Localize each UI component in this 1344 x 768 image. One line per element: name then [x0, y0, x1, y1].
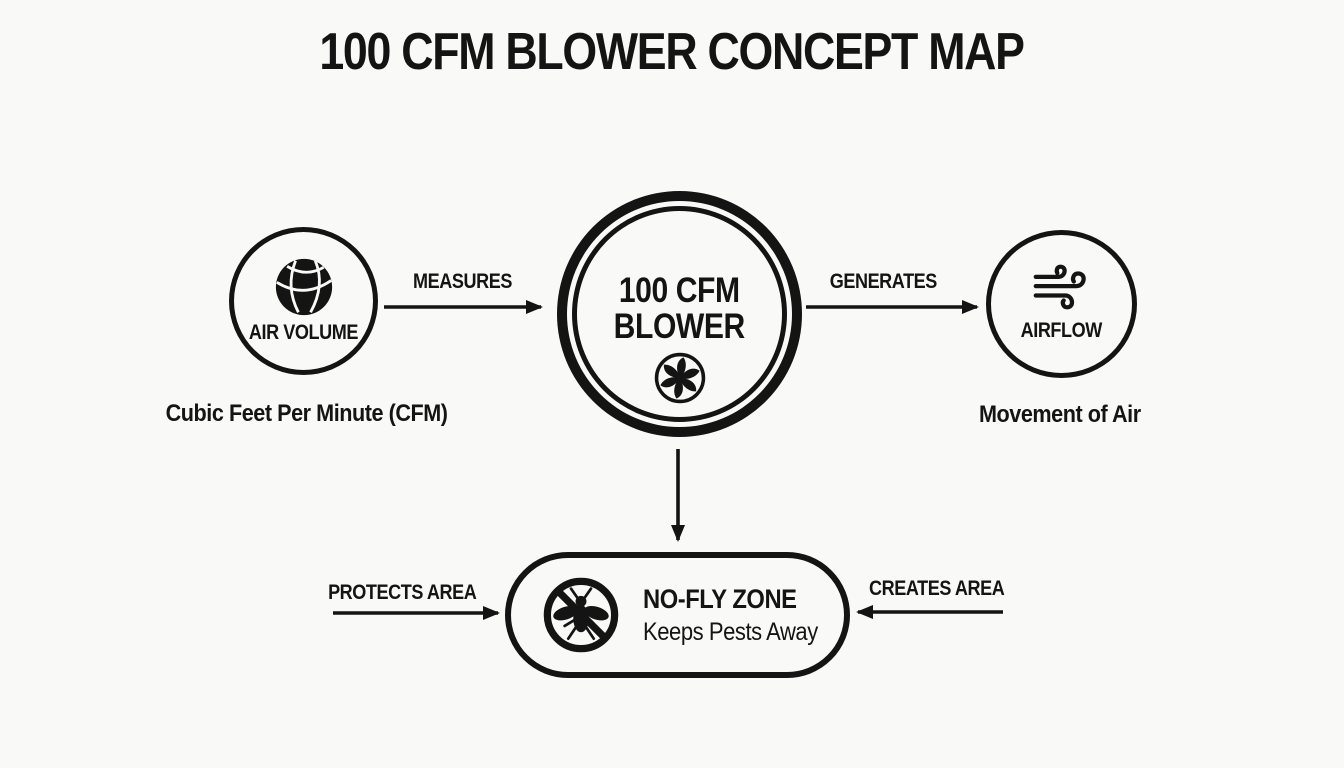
- sphere-icon: [274, 257, 334, 317]
- node-no-fly-zone-subtitle: Keeps Pests Away: [643, 617, 818, 646]
- node-air-volume-label: AIR VOLUME: [248, 321, 359, 344]
- node-no-fly-zone-title: NO-FLY ZONE: [643, 583, 797, 614]
- node-blower-inner-ring: 100 CFM BLOWER: [572, 206, 787, 422]
- node-air-volume-sublabel: Cubic Feet Per Minute (CFM): [165, 400, 448, 427]
- edge-label-generates: GENERATES: [829, 270, 937, 293]
- no-fly-icon: [541, 575, 621, 655]
- node-no-fly-zone: NO-FLY ZONE Keeps Pests Away: [505, 552, 850, 678]
- node-no-fly-zone-texts: NO-FLY ZONE Keeps Pests Away: [643, 583, 842, 646]
- node-airflow-label: AIRFLOW: [1020, 319, 1103, 342]
- node-blower: 100 CFM BLOWER: [557, 191, 802, 437]
- edge-label-creates-area: CREATES AREA: [869, 577, 1005, 600]
- node-airflow: AIRFLOW: [986, 230, 1137, 378]
- node-airflow-sublabel: Movement of Air: [979, 401, 1141, 428]
- fan-icon: [653, 351, 707, 405]
- edge-label-protects-area: PROTECTS AREA: [327, 581, 477, 604]
- wind-icon: [1029, 259, 1095, 315]
- page-title-text: 100 CFM BLOWER CONCEPT MAP: [319, 23, 1026, 81]
- page-title: 100 CFM BLOWER CONCEPT MAP: [0, 22, 1344, 82]
- node-air-volume: AIR VOLUME: [229, 227, 378, 375]
- node-blower-label: 100 CFM BLOWER: [613, 271, 746, 346]
- edge-label-measures: MEASURES: [413, 270, 513, 293]
